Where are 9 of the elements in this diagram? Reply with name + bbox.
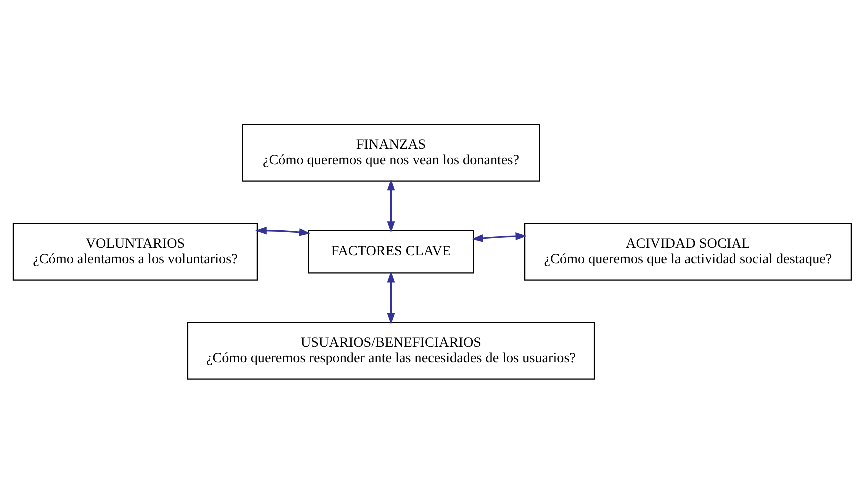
node-box: ACIVIDAD SOCIAL ¿Cómo queremos que la actividad social destaque? bbox=[524, 223, 852, 281]
arrow bbox=[387, 179, 396, 233]
node-box: VOLUNTARIOS ¿Cómo alentamos a los voluntarios? bbox=[12, 223, 258, 281]
node-box: FINANZAS ¿Cómo queremos que nos vean los donantes? bbox=[242, 124, 540, 182]
arrow bbox=[472, 232, 528, 242]
node-box: FACTORES CLAVE bbox=[308, 230, 474, 274]
arrow bbox=[387, 271, 396, 325]
node-box: USUARIOS/BENEFICIARIOS ¿Cómo queremos responder ante las necesidades de los usuarios? bbox=[187, 322, 596, 380]
arrow bbox=[256, 226, 311, 236]
